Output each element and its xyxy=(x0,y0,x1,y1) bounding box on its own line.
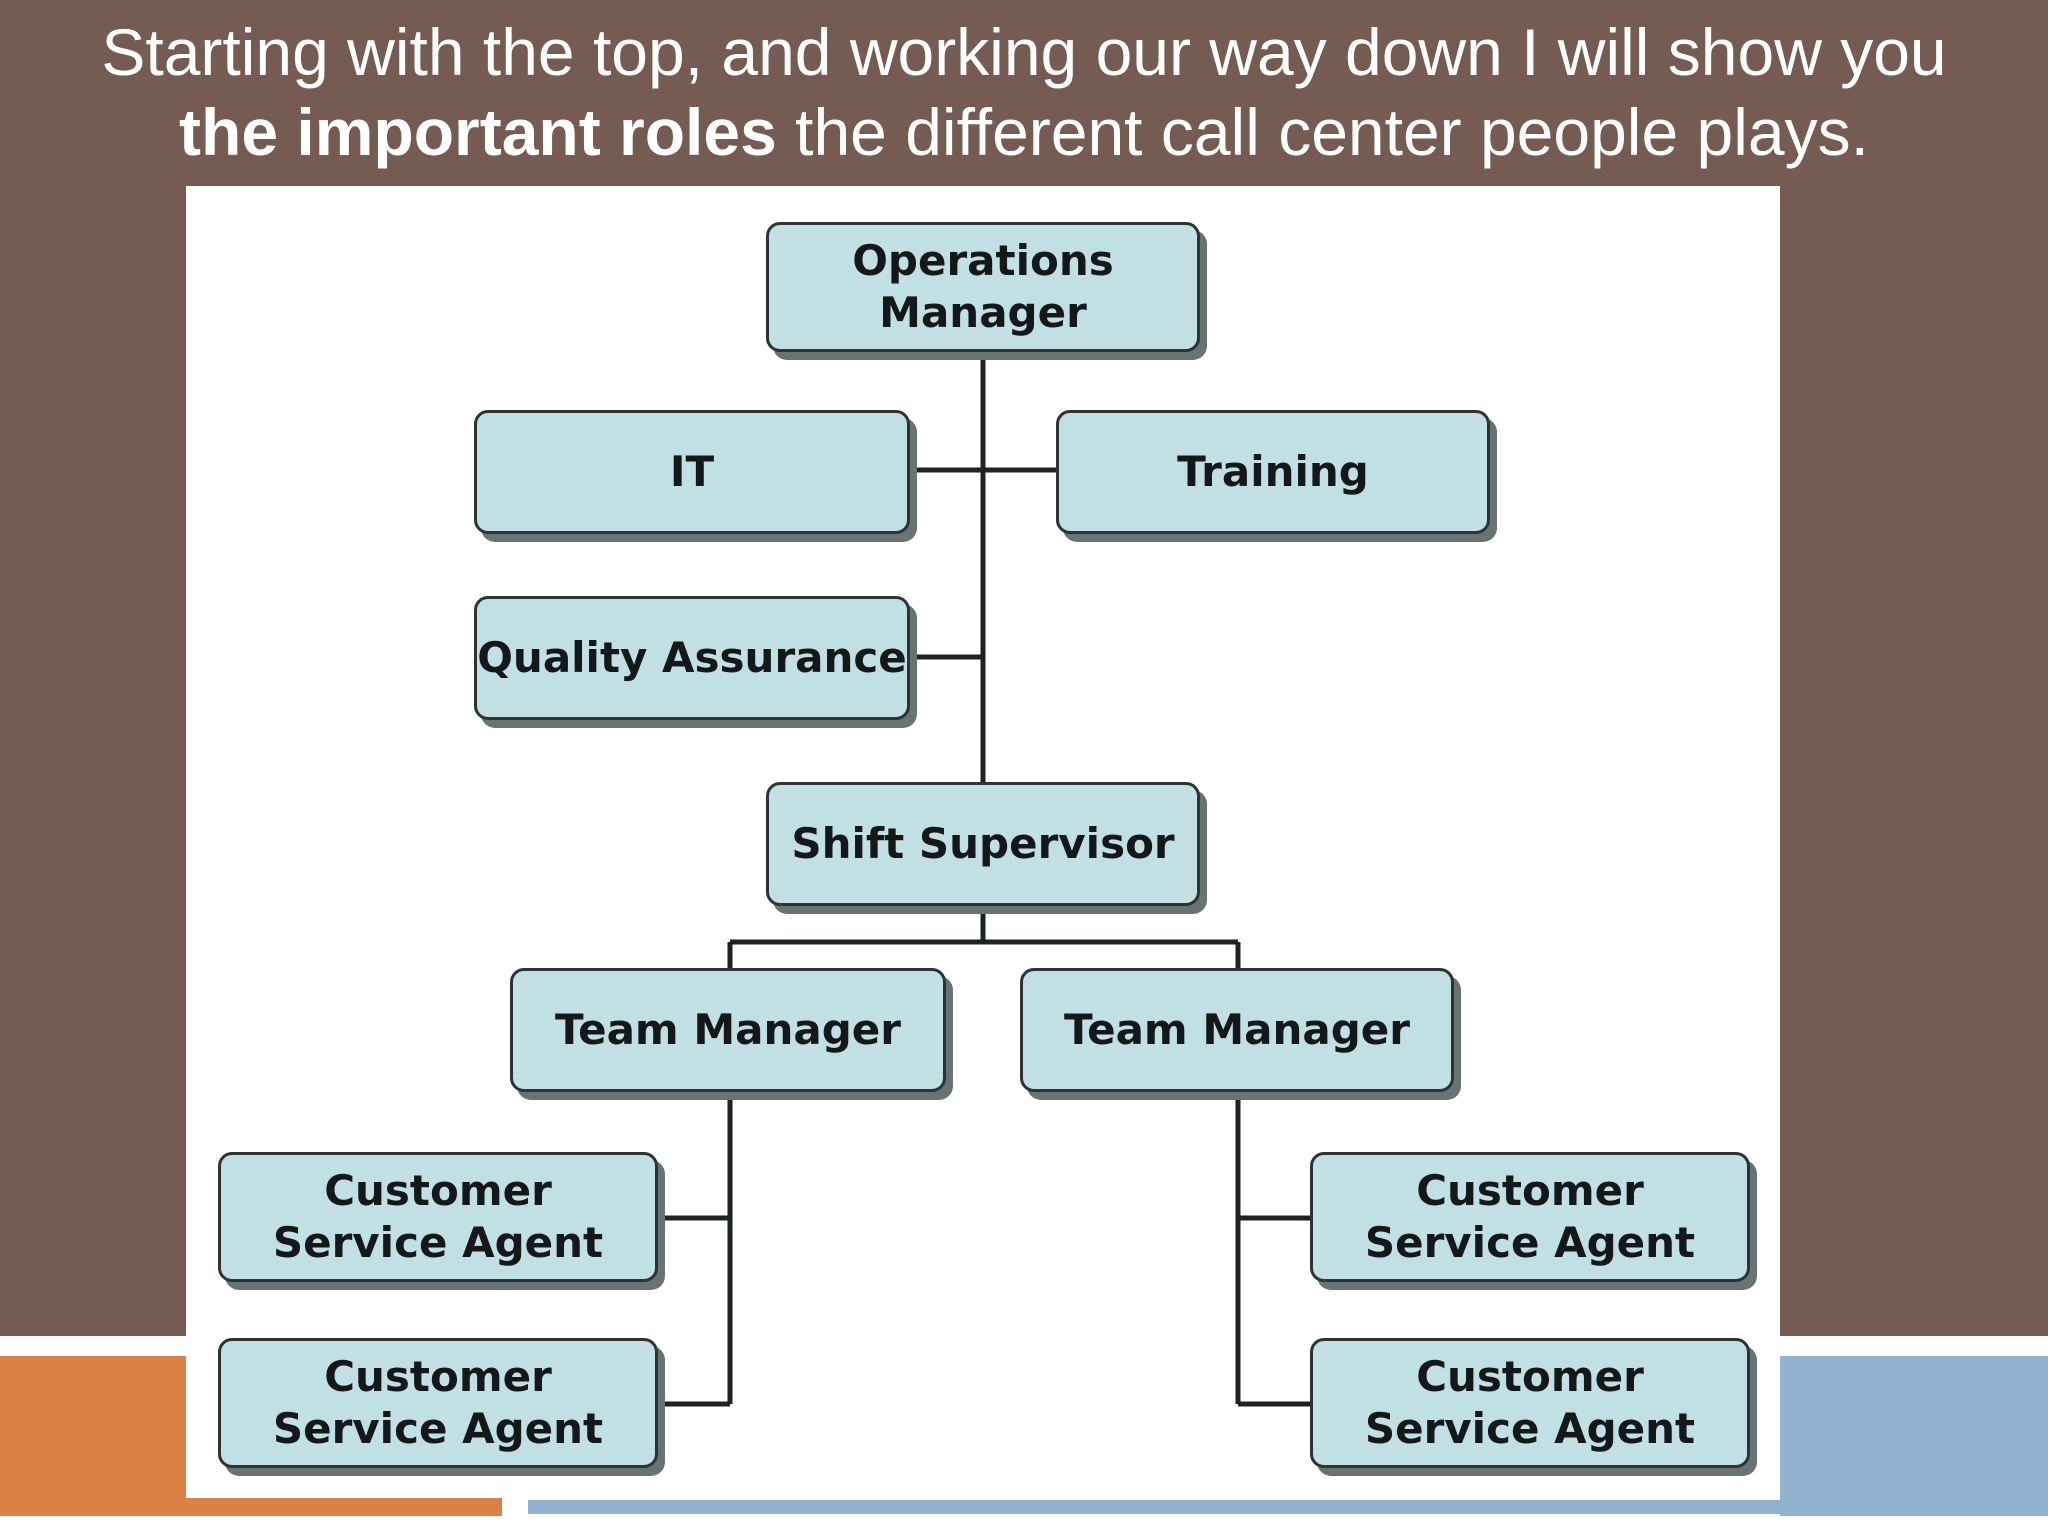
title-line-2: the important roles the different call c… xyxy=(20,92,2028,172)
box-agent-left-2: Customer Service Agent xyxy=(218,1338,658,1468)
box-operations-manager: Operations Manager xyxy=(766,222,1200,352)
box-team-manager-left: Team Manager xyxy=(510,968,946,1092)
label-it: IT xyxy=(669,447,715,496)
label-agent-left-2: Customer Service Agent xyxy=(272,1352,604,1453)
slide-title: Starting with the top, and working our w… xyxy=(20,12,2028,172)
box-it: IT xyxy=(474,410,910,534)
title-line-1: Starting with the top, and working our w… xyxy=(101,15,1947,89)
label-agent-right-1: Customer Service Agent xyxy=(1364,1166,1696,1267)
label-operations-manager: Operations Manager xyxy=(852,236,1114,337)
blue-accent-bar xyxy=(1780,1356,2048,1516)
box-shift-supervisor: Shift Supervisor xyxy=(766,782,1200,906)
label-quality-assurance: Quality Assurance xyxy=(477,633,907,682)
box-agent-right-1: Customer Service Agent xyxy=(1310,1152,1750,1282)
label-shift-supervisor: Shift Supervisor xyxy=(791,819,1175,868)
box-agent-left-1: Customer Service Agent xyxy=(218,1152,658,1282)
blue-accent-line xyxy=(528,1500,2048,1514)
label-team-manager-left: Team Manager xyxy=(555,1005,901,1054)
box-quality-assurance: Quality Assurance xyxy=(474,596,910,720)
org-chart-connectors xyxy=(658,354,1310,1407)
title-emphasis: the important roles xyxy=(179,95,777,169)
title-line-2-rest: the different call center people plays. xyxy=(776,95,1869,169)
label-team-manager-right: Team Manager xyxy=(1064,1005,1410,1054)
label-agent-left-1: Customer Service Agent xyxy=(272,1166,604,1267)
box-agent-right-2: Customer Service Agent xyxy=(1310,1338,1750,1468)
box-team-manager-right: Team Manager xyxy=(1020,968,1454,1092)
label-agent-right-2: Customer Service Agent xyxy=(1364,1352,1696,1453)
org-chart-panel: Operations Manager IT Training Quality A… xyxy=(186,186,1780,1498)
box-training: Training xyxy=(1056,410,1490,534)
label-training: Training xyxy=(1177,447,1369,496)
